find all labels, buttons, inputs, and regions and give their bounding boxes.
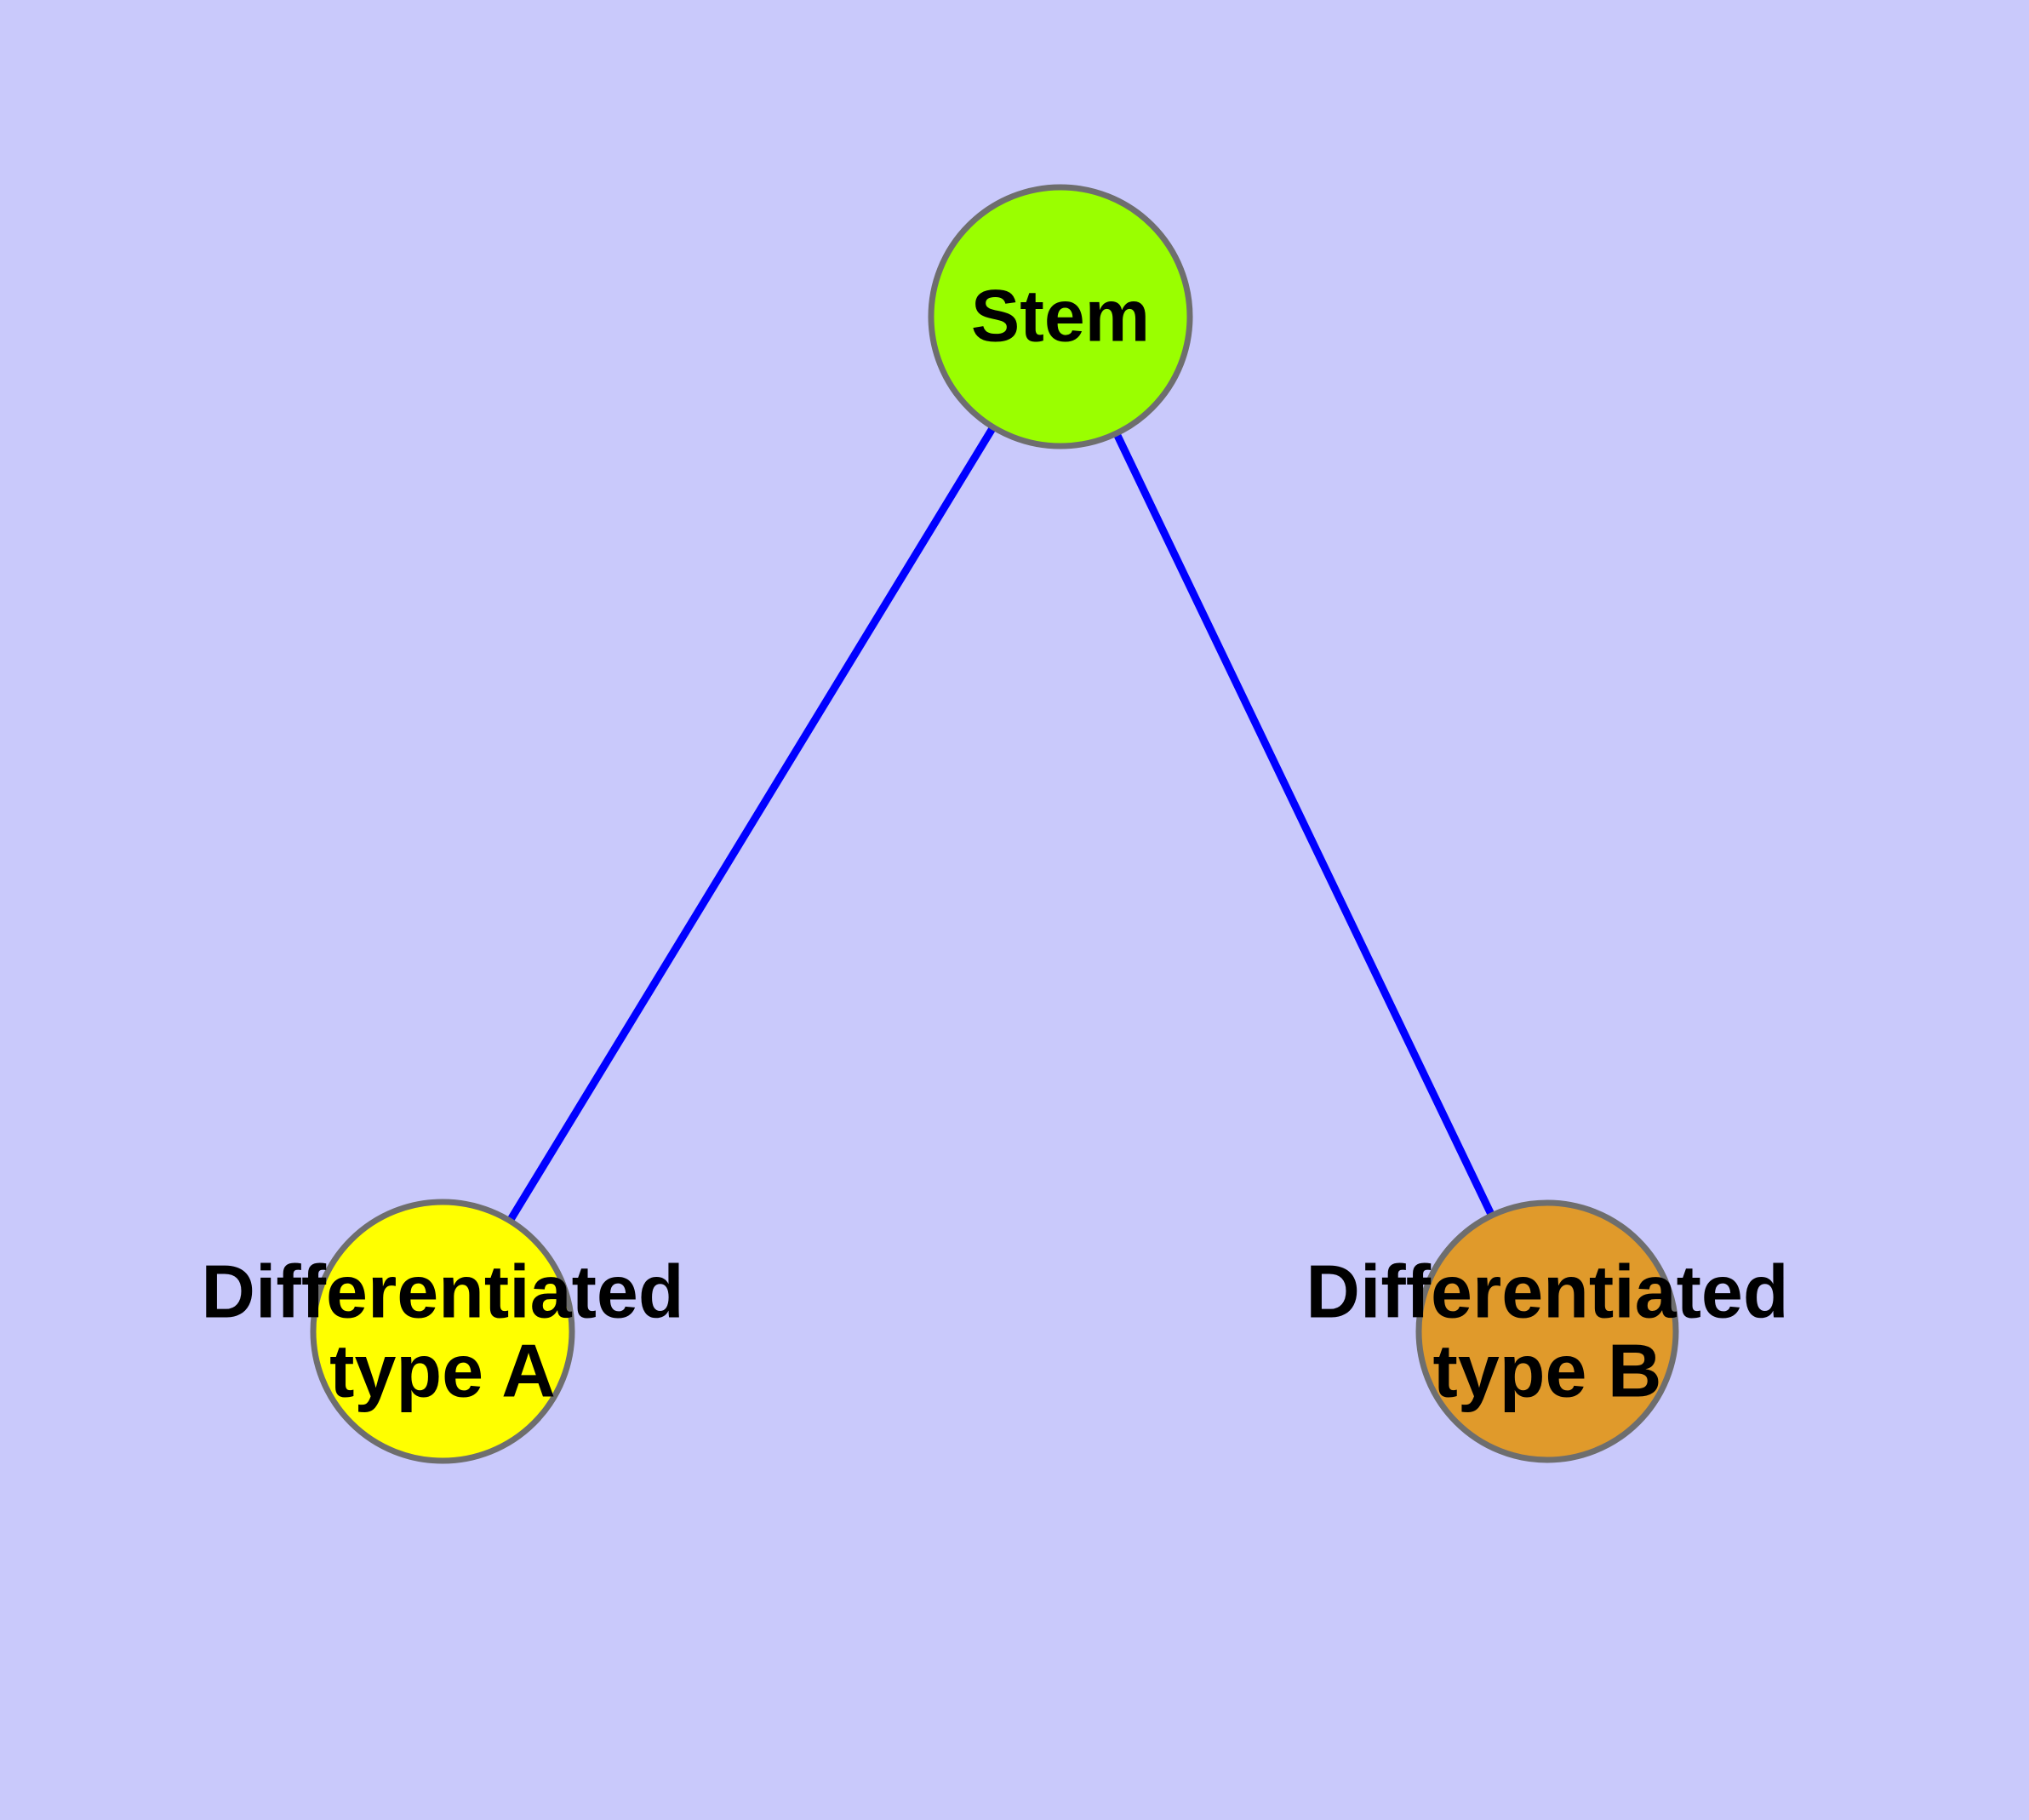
graph-node-diff_b[interactable]: [1415, 1199, 1679, 1463]
graph-edge[interactable]: [439, 314, 1064, 1334]
graph-node-stem[interactable]: [928, 184, 1193, 449]
node-layer: [310, 184, 1679, 1464]
edge-layer: [439, 314, 1552, 1334]
graph-node-diff_a[interactable]: [310, 1199, 575, 1464]
graph-edge[interactable]: [1056, 315, 1552, 1333]
